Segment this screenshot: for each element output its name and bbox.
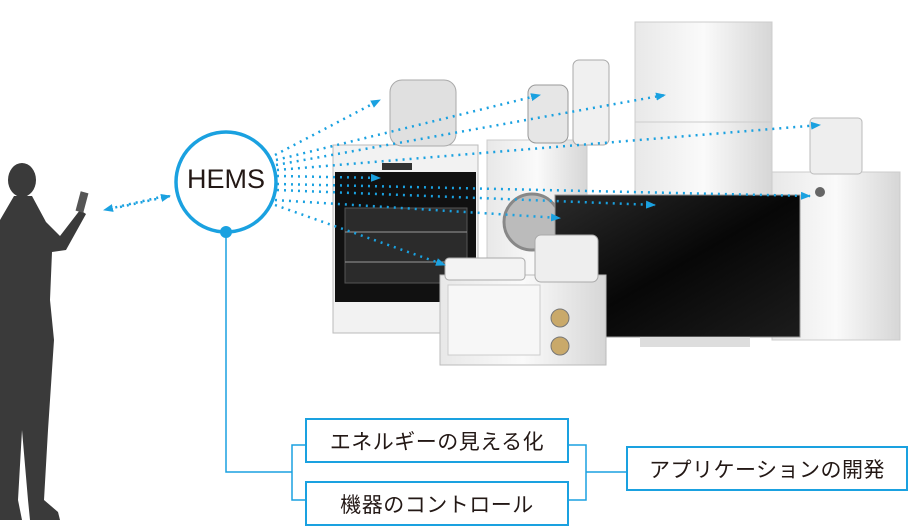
kettle [527, 84, 569, 144]
blender [572, 59, 610, 146]
appliances-illustration [332, 21, 901, 366]
arrow-mixer [274, 98, 381, 157]
arrow-tv [276, 188, 656, 209]
arrow-stove [276, 173, 381, 182]
outcome-label: アプリケーションの開発 [648, 457, 886, 482]
feature-box-device-control: 機器のコントロール [305, 481, 569, 526]
coffee-maker [809, 117, 863, 175]
outcome-box-app-development: アプリケーションの開発 [626, 446, 908, 491]
feature-box-energy-visualization: エネルギーの見える化 [305, 418, 569, 463]
feature-label: 機器のコントロール [340, 492, 534, 517]
refrigerator [634, 21, 773, 198]
toaster [534, 234, 599, 283]
person-silhouette [0, 163, 89, 520]
feature-label: エネルギーの見える化 [329, 429, 545, 454]
connection-arrows [103, 92, 821, 267]
arrow-cabinet [276, 182, 811, 200]
hems-label: HEMS [186, 164, 265, 194]
arrow-fridge [275, 92, 666, 167]
arrow-to-hems [119, 194, 171, 209]
stand-mixer [389, 79, 457, 147]
tree-connectors [225, 232, 626, 501]
grill [444, 257, 526, 281]
